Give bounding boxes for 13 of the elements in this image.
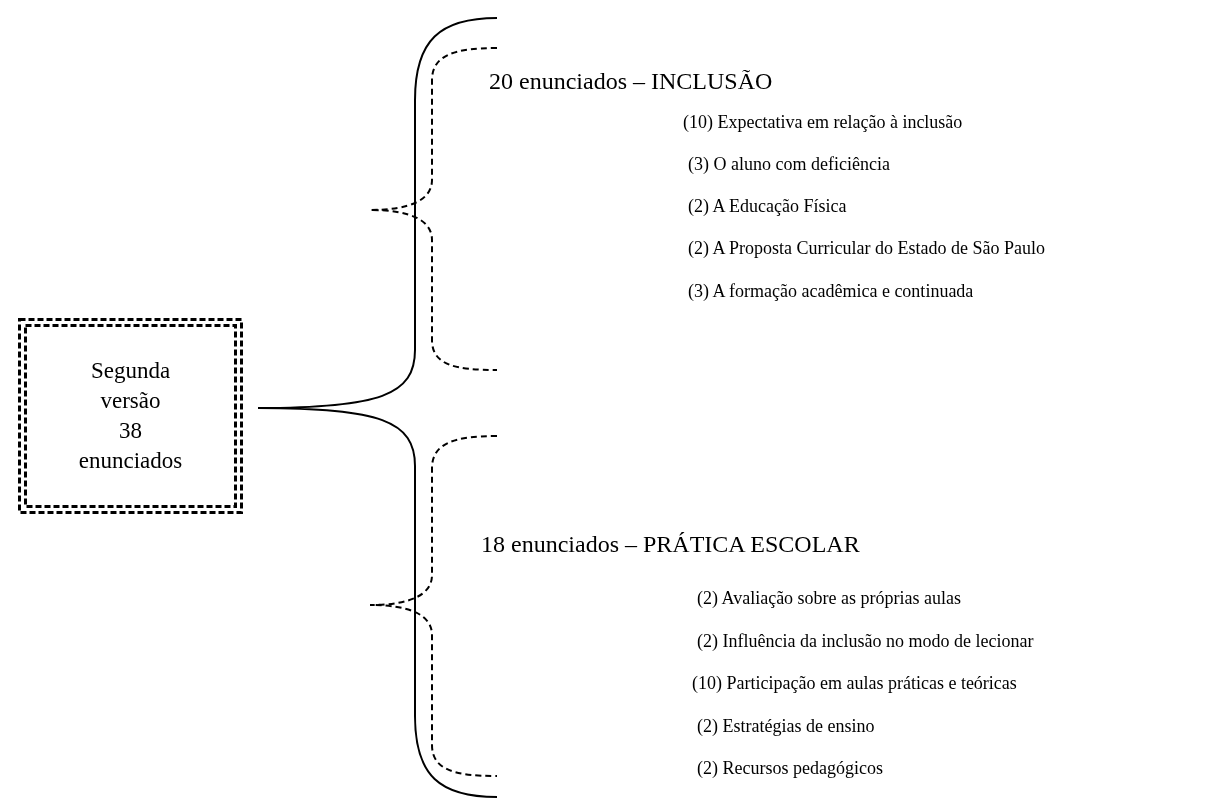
subcategory-label: (2) A Proposta Curricular do Estado de São Paulo	[688, 238, 1045, 260]
category-heading: 18 enunciados – PRÁTICA ESCOLAR	[481, 530, 860, 559]
subcategory-label: (3) A formação acadêmica e continuada	[688, 281, 974, 303]
subcategory-label: (10) Expectativa em relação à inclusão	[683, 112, 963, 134]
subcategory-label: (10) Participação em aulas práticas e teóricas	[692, 673, 1017, 695]
summary-box: Segunda versão 38 enunciados	[18, 318, 243, 514]
subcategory-label: (2) A Educação Física	[688, 196, 847, 218]
subcategory-label: (2) Estratégias de ensino	[697, 716, 875, 738]
subcategory-label: (2) Avaliação sobre as próprias aulas	[697, 588, 962, 610]
category-heading: 20 enunciados – INCLUSÃO	[489, 67, 773, 96]
subcategory-label: (2) Recursos pedagógicos	[697, 758, 883, 780]
subcategory-label: (2) Influência da inclusão no modo de lecionar	[697, 631, 1034, 653]
subcategory-label: (3) O aluno com deficiência	[688, 154, 890, 176]
